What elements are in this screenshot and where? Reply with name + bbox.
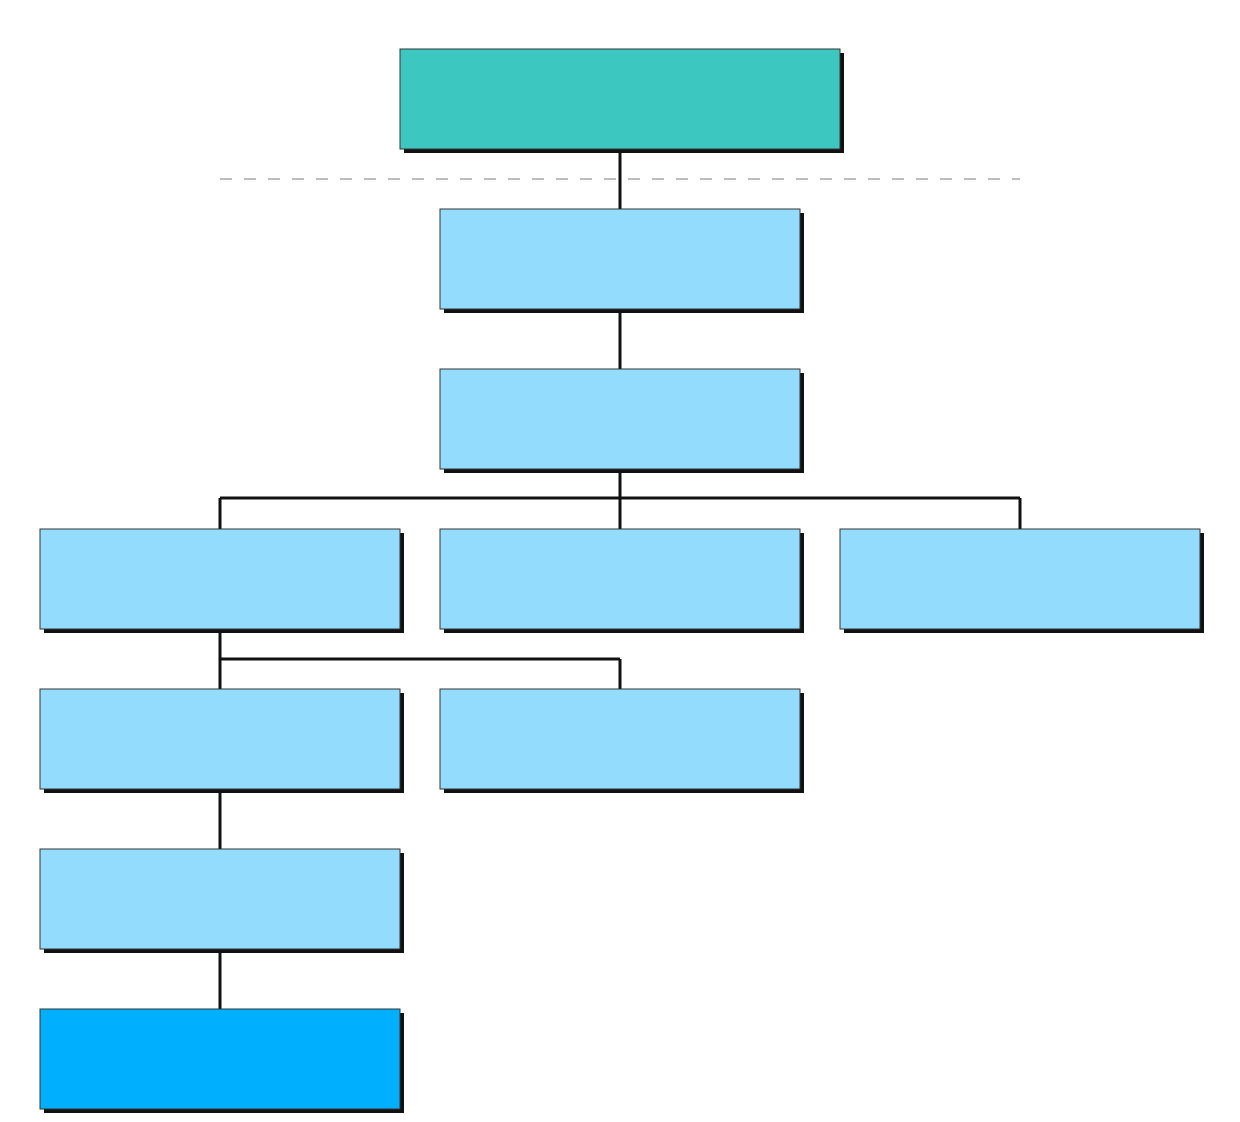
level-5-node: [39, 848, 404, 953]
level-4-left-node-box: [39, 688, 401, 790]
level-6-node-box: [39, 1008, 401, 1110]
root-node: [399, 48, 844, 153]
level-1-node: [439, 208, 804, 313]
root-node-box: [399, 48, 841, 150]
connector-lines: [218, 150, 1022, 1010]
level-3-center-node-box: [439, 528, 801, 630]
level-6-node: [39, 1008, 404, 1113]
level-1-node-box: [439, 208, 801, 310]
connector-level-3-left-to-level-4: [218, 630, 622, 690]
connector-level-2-to-level-3: [218, 470, 1022, 530]
level-3-left-node-box: [39, 528, 401, 630]
level-3-center-node: [439, 528, 804, 633]
level-3-right-node-box: [839, 528, 1201, 630]
level-4-center-node: [439, 688, 804, 793]
level-4-center-node-box: [439, 688, 801, 790]
level-5-node-box: [39, 848, 401, 950]
level-2-node: [439, 368, 804, 473]
level-4-left-node: [39, 688, 404, 793]
level-2-node-box: [439, 368, 801, 470]
level-3-left-node: [39, 528, 404, 633]
level-3-right-node: [839, 528, 1204, 633]
